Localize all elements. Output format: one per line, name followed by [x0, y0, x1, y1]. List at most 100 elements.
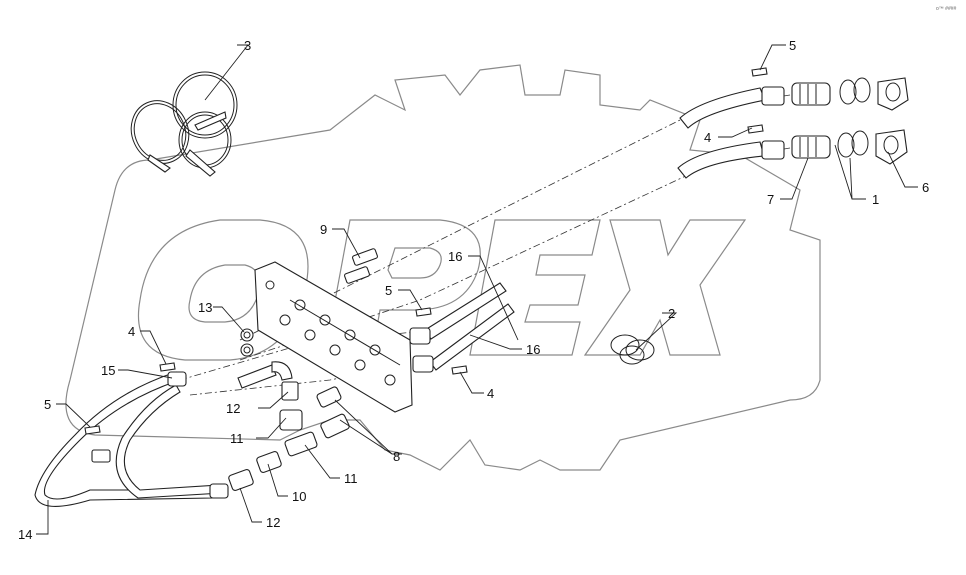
leader-1 — [834, 144, 866, 200]
plate-hole-5 — [369, 344, 381, 356]
hose-nut-2 — [761, 140, 785, 160]
leader-5c — [56, 403, 91, 428]
callout-4-middle: 4 — [487, 386, 494, 401]
elbow-12a — [271, 361, 293, 381]
elbow-pipe-12a — [237, 364, 277, 389]
leader-14 — [36, 500, 49, 535]
hose-upper-right-1 — [679, 87, 766, 129]
nut-13b-bore — [243, 346, 251, 354]
clamp-ring-2-inner — [175, 74, 235, 136]
coupler-2 — [791, 135, 831, 159]
clamp-ring-2 — [172, 71, 238, 139]
upper-right-coupler-assembly — [677, 67, 909, 179]
clamp-tail-1 — [147, 154, 171, 173]
centerline-hose-lower — [189, 359, 431, 396]
fittings-group — [228, 361, 350, 491]
callout-13: 13 — [198, 300, 212, 315]
fitting-8a — [316, 386, 342, 408]
plate-body — [254, 261, 413, 413]
leader-8 — [334, 399, 402, 455]
callout-8: 8 — [393, 449, 400, 464]
callout-5-left: 5 — [44, 397, 51, 412]
part-13-nuts — [240, 328, 254, 357]
fitting-8b — [320, 413, 350, 439]
leader-15 — [118, 369, 173, 379]
clamp-tail-2 — [185, 149, 216, 177]
part-16-hoses — [409, 282, 515, 375]
part-14-15-hoses — [34, 362, 229, 507]
plate-hole-1 — [265, 280, 275, 290]
leader-5a — [759, 44, 786, 71]
watermark-letter-e — [469, 219, 601, 356]
callout-2: 2 — [668, 306, 675, 321]
leader-2 — [635, 312, 678, 351]
coupler-ribs — [799, 84, 817, 157]
leader-16a — [468, 255, 519, 341]
watermark-letter-x — [583, 219, 747, 356]
callout-5-middle: 5 — [385, 283, 392, 298]
leader-13 — [213, 306, 245, 333]
dust-cap-1-opening — [885, 82, 901, 102]
nipple-12b — [228, 469, 254, 491]
plate-fold-line — [289, 299, 401, 366]
plate-hole-8 — [329, 344, 341, 356]
leader-11b — [304, 444, 340, 479]
callout-1: 1 — [872, 192, 879, 207]
clamp-tail-3 — [194, 111, 227, 131]
adapter-10 — [256, 451, 282, 473]
hose-16a-nut — [409, 327, 431, 345]
callout-6: 6 — [922, 180, 929, 195]
corner-mark: o™ #### — [936, 6, 957, 12]
leader-10 — [267, 463, 288, 497]
leader-12a — [258, 391, 289, 409]
leader-5b — [398, 289, 423, 311]
part-9-adapters — [344, 248, 378, 284]
callout-7: 7 — [767, 192, 774, 207]
leader-4c — [459, 371, 484, 394]
plate-hole-6 — [384, 374, 396, 386]
callout-12-upper: 12 — [226, 401, 240, 416]
callout-15: 15 — [101, 363, 115, 378]
dust-cap-2 — [875, 129, 908, 165]
snap-ring-2c — [619, 345, 645, 365]
leader-3 — [204, 44, 249, 101]
callout-11-bottom: 11 — [344, 471, 358, 486]
callout-12-lower: 12 — [266, 515, 280, 530]
part-3-hose-clamps — [130, 71, 238, 177]
tag-4-top — [747, 124, 764, 134]
leader-16b — [469, 334, 522, 350]
dust-cap-2-opening — [883, 135, 899, 155]
plate-hole-10 — [279, 314, 291, 326]
callout-5-top: 5 — [789, 38, 796, 53]
tag-5-top — [751, 67, 768, 77]
dust-cap-1 — [877, 77, 909, 111]
callout-3: 3 — [244, 38, 251, 53]
tag-4-left — [159, 362, 176, 372]
plate-hole-4 — [344, 329, 356, 341]
leader-11a — [256, 417, 287, 439]
nut-13b — [240, 343, 254, 357]
callout-14: 14 — [18, 527, 32, 542]
plate-hole-3 — [319, 314, 331, 326]
coupler-1 — [791, 82, 831, 106]
watermark-gear-outline — [65, 64, 821, 471]
hose-nut-1 — [761, 86, 785, 106]
callout-11-left: 11 — [230, 431, 244, 446]
tag-5-middle — [415, 307, 432, 317]
snap-ring-2b — [625, 339, 655, 361]
hose-16b — [429, 303, 515, 371]
o-ring-2b — [851, 130, 869, 156]
elbow-nut-12a — [281, 381, 299, 401]
plate-hole-7 — [354, 359, 366, 371]
tee-11a — [279, 409, 303, 431]
leader-6 — [887, 151, 918, 188]
watermark-logo — [65, 64, 821, 471]
clamp-ring-1 — [130, 100, 190, 164]
leader-4a — [718, 127, 753, 138]
nut-13a-bore — [243, 331, 251, 339]
tag-5-left — [84, 425, 101, 435]
callout-labels: 3 5 4 7 1 6 9 16 5 13 4 15 2 16 5 4 12 1… — [18, 38, 929, 542]
callout-16-top: 16 — [448, 249, 462, 264]
callout-10: 10 — [292, 489, 306, 504]
